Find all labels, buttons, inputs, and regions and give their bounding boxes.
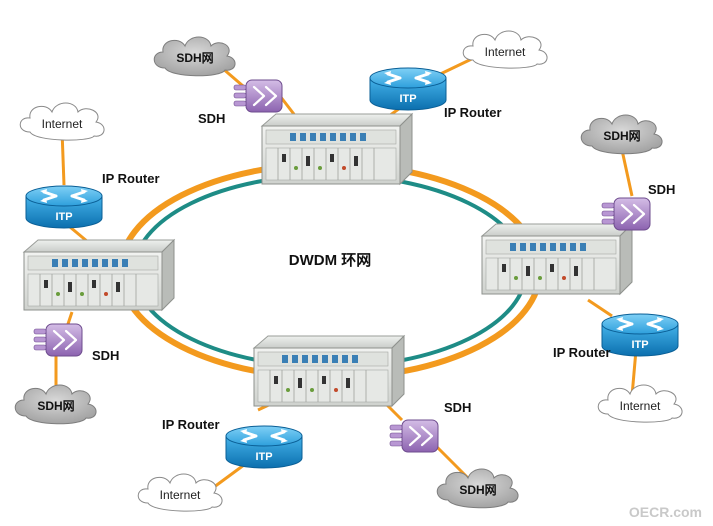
right-router-icon: ITP xyxy=(600,312,680,358)
link-right-cloud xyxy=(620,149,634,197)
right-sdh-cloud-label: SDH网 xyxy=(603,129,640,143)
right-sdh-cloud: SDH网 xyxy=(580,114,663,155)
left-internet-cloud-label: Internet xyxy=(42,117,83,131)
left-internet-cloud: Internet xyxy=(19,102,105,141)
left-sdh-cloud-label: SDH网 xyxy=(37,399,74,413)
top-router-badge: ITP xyxy=(399,93,416,105)
left-sdh-mux-icon xyxy=(32,322,84,358)
bottom-sdh-mux-icon xyxy=(388,418,440,454)
left-router-badge: ITP xyxy=(55,211,72,223)
left-router-label: IP Router xyxy=(102,171,160,186)
bottom-router-label: IP Router xyxy=(162,417,220,432)
right-node-group: SDH网 SDH ITP IP Router Internet xyxy=(553,114,683,423)
bottom-router-badge: ITP xyxy=(255,451,272,463)
bottom-sdh-cloud-label: SDH网 xyxy=(459,483,496,497)
top-internet-cloud-label: Internet xyxy=(485,45,526,59)
bottom-sdh-cloud: SDH网 xyxy=(436,468,519,509)
watermark: OECR.com xyxy=(629,504,702,520)
top-sdh-mux-icon xyxy=(232,78,284,114)
top-router-label: IP Router xyxy=(444,105,502,120)
link-right-router xyxy=(587,298,613,318)
right-sdh-label: SDH xyxy=(648,182,675,197)
dwdm-node-top xyxy=(261,113,413,185)
bottom-internet-cloud-label: Internet xyxy=(160,488,201,502)
top-sdh-cloud-label: SDH网 xyxy=(176,51,213,65)
top-node-group: SDH网 SDH Internet ITP IP Router xyxy=(153,30,548,126)
left-sdh-label: SDH xyxy=(92,348,119,363)
link-bottom-cloud xyxy=(434,444,470,480)
ring-center-label: DWDM 环网 xyxy=(289,252,372,269)
dwdm-node-bottom xyxy=(253,335,405,407)
dwdm-node-right xyxy=(481,223,633,295)
right-internet-cloud-label: Internet xyxy=(620,399,661,413)
left-sdh-cloud: SDH网 xyxy=(14,384,97,425)
top-router-icon: ITP xyxy=(368,66,448,112)
right-router-badge: ITP xyxy=(631,339,648,351)
link-right-internet xyxy=(630,349,638,397)
right-router-label: IP Router xyxy=(553,345,611,360)
dwdm-node-left xyxy=(23,239,175,311)
bottom-sdh-label: SDH xyxy=(444,400,471,415)
left-router-icon: ITP xyxy=(24,184,104,230)
link-bottom-internet xyxy=(209,460,249,492)
bottom-internet-cloud: Internet xyxy=(137,473,223,512)
top-internet-cloud: Internet xyxy=(462,30,548,69)
top-sdh-label: SDH xyxy=(198,111,225,126)
right-internet-cloud: Internet xyxy=(597,384,683,423)
bottom-router-icon: ITP xyxy=(224,424,304,470)
left-node-group: Internet ITP IP Router SDH SDH网 xyxy=(14,102,160,425)
bottom-node-group: IP Router ITP Internet SDH SDH网 xyxy=(137,400,519,512)
top-sdh-cloud: SDH网 xyxy=(153,36,236,77)
